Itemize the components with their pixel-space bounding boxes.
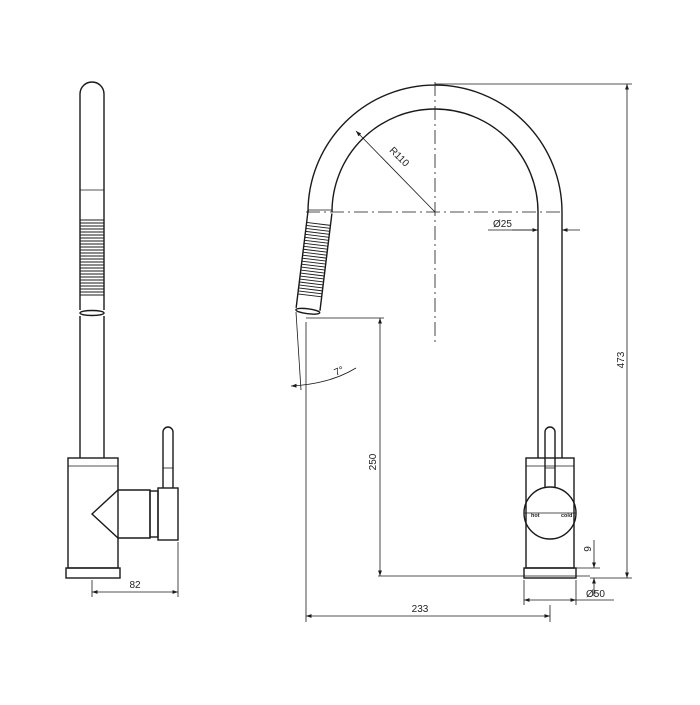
side-spout-lower <box>79 316 105 458</box>
gooseneck-outer <box>307 84 563 458</box>
side-handle-collar <box>149 490 159 538</box>
front-hose <box>295 210 333 315</box>
spout-height-label: 250 <box>368 453 379 470</box>
hose-rib <box>300 269 325 274</box>
hose-rib <box>299 281 324 286</box>
hose-rib <box>304 242 328 247</box>
front-view: R110 Ø25 7° hot cold 250 <box>290 82 632 622</box>
hot-label: hot <box>531 513 540 519</box>
front-lever <box>544 426 556 488</box>
hose-rib <box>306 222 331 226</box>
base-step-label: 9 <box>583 546 594 552</box>
side-hose-ribs <box>80 219 104 296</box>
hose-rib <box>301 266 326 271</box>
base-dia-label: Ø50 <box>586 589 605 600</box>
hose-rib <box>300 272 325 277</box>
gooseneck-inner <box>331 108 539 458</box>
cold-label: cold <box>561 513 572 519</box>
side-width-dim-label: 82 <box>129 580 141 591</box>
side-handle-cone <box>90 489 151 539</box>
reach-label: 233 <box>412 604 429 615</box>
side-base <box>65 567 121 579</box>
hose-rib <box>297 293 322 298</box>
hose-rib <box>305 233 330 238</box>
front-hose-edges <box>295 210 333 311</box>
hose-rib <box>301 263 326 268</box>
hose-rib <box>299 275 324 280</box>
hose-rib <box>304 239 329 244</box>
hose-rib <box>298 287 323 292</box>
hose-rib <box>302 251 327 256</box>
hose-rib <box>298 290 323 295</box>
hose-rib <box>302 254 327 259</box>
side-spout-upper <box>79 81 105 218</box>
total-height-label: 473 <box>616 351 627 368</box>
front-base <box>523 567 577 579</box>
angle-arc <box>290 367 357 388</box>
front-spray-ring <box>295 307 321 315</box>
side-lever <box>162 426 174 488</box>
angle-ref-line <box>295 311 302 391</box>
radius-leader <box>355 130 436 213</box>
hose-rib <box>303 245 328 250</box>
side-spray-ring <box>79 309 105 317</box>
spout-dia-label: Ø25 <box>493 219 512 230</box>
hose-rib <box>306 224 331 229</box>
side-handle-body <box>157 487 179 541</box>
side-view: 82 <box>65 81 179 597</box>
hose-rib <box>298 284 323 289</box>
angle-label: 7° <box>333 365 346 379</box>
hose-rib <box>305 227 330 232</box>
hose-rib <box>301 260 326 265</box>
hose-rib <box>304 236 329 241</box>
hose-rib <box>302 257 327 262</box>
front-hose-ribs <box>297 222 331 298</box>
hose-rib <box>299 278 324 283</box>
hose-rib <box>303 248 328 253</box>
hose-rib <box>305 230 330 235</box>
